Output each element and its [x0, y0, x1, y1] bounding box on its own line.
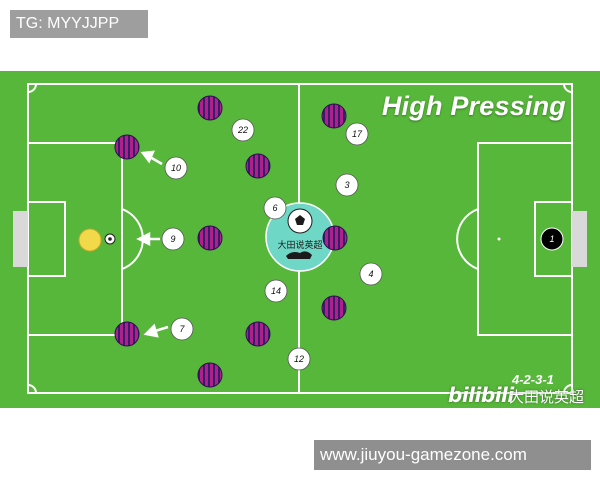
ball-carrier — [78, 228, 102, 252]
player-22: 22 — [231, 118, 255, 142]
right-penalty-arc — [456, 208, 479, 270]
bilibili-channel-name: 大田说英超 — [509, 388, 585, 406]
diagram-title: High Pressing — [381, 91, 566, 121]
opponent-player — [197, 225, 223, 251]
bilibili-logo: bilibili — [448, 383, 514, 407]
lion-icon — [286, 251, 312, 259]
player-number: 17 — [352, 129, 363, 139]
press-arrow — [154, 325, 169, 333]
player-3: 3 — [335, 173, 359, 197]
opponent-player — [322, 225, 348, 251]
player-number: 1 — [549, 234, 554, 244]
opponents — [114, 95, 348, 388]
player-17: 17 — [345, 122, 369, 146]
player-6: 6 — [263, 196, 287, 220]
opponent-player — [321, 103, 347, 129]
formation-label: 4-2-3-1 — [512, 372, 554, 387]
player-number: 10 — [171, 163, 181, 173]
goalkeeper-1: 1 — [540, 227, 564, 251]
opponent-player — [197, 362, 223, 388]
opponent-player — [114, 134, 140, 160]
tg-watermark: TG: MYYJJPP — [10, 10, 148, 38]
corner-arc-br — [563, 384, 573, 394]
center-club-logo: 大田说英超 — [265, 202, 335, 272]
opponent-player — [197, 95, 223, 121]
pitch-diagram: 大田说英超 — [13, 83, 587, 394]
opponent-player — [321, 295, 347, 321]
press-arrow — [149, 155, 163, 166]
player-number: 4 — [368, 269, 373, 279]
player-14: 14 — [264, 279, 288, 303]
opponent-player — [114, 321, 140, 347]
opponent-player — [245, 321, 271, 347]
penalty-spot-right — [497, 237, 501, 241]
player-4: 4 — [359, 262, 383, 286]
player-number: 12 — [294, 354, 304, 364]
football-pitch: 大田说英超 — [0, 71, 600, 408]
corner-arc-bl — [27, 384, 37, 394]
site-watermark: www.jiuyou-gamezone.com — [314, 440, 591, 470]
ball-icon-center — [108, 237, 112, 241]
right-goal — [572, 211, 587, 267]
player-10: 10 — [164, 156, 188, 180]
player-number: 3 — [344, 180, 349, 190]
player-number: 22 — [237, 125, 248, 135]
player-7: 7 — [170, 317, 194, 341]
player-number: 6 — [272, 203, 277, 213]
player-number: 7 — [179, 324, 185, 334]
team-players: 22 17 10 3 6 — [161, 118, 564, 371]
corner-arc-tl — [27, 83, 37, 93]
corner-arc-tr — [563, 83, 573, 93]
pressing-arrows — [136, 150, 169, 338]
player-12: 12 — [287, 347, 311, 371]
player-9: 9 — [161, 227, 185, 251]
left-goal-box — [27, 201, 66, 277]
opponent-player — [245, 153, 271, 179]
center-logo-text: 大田说英超 — [277, 239, 322, 251]
left-goal — [13, 211, 28, 267]
player-number: 9 — [170, 234, 175, 244]
player-number: 14 — [271, 286, 281, 296]
